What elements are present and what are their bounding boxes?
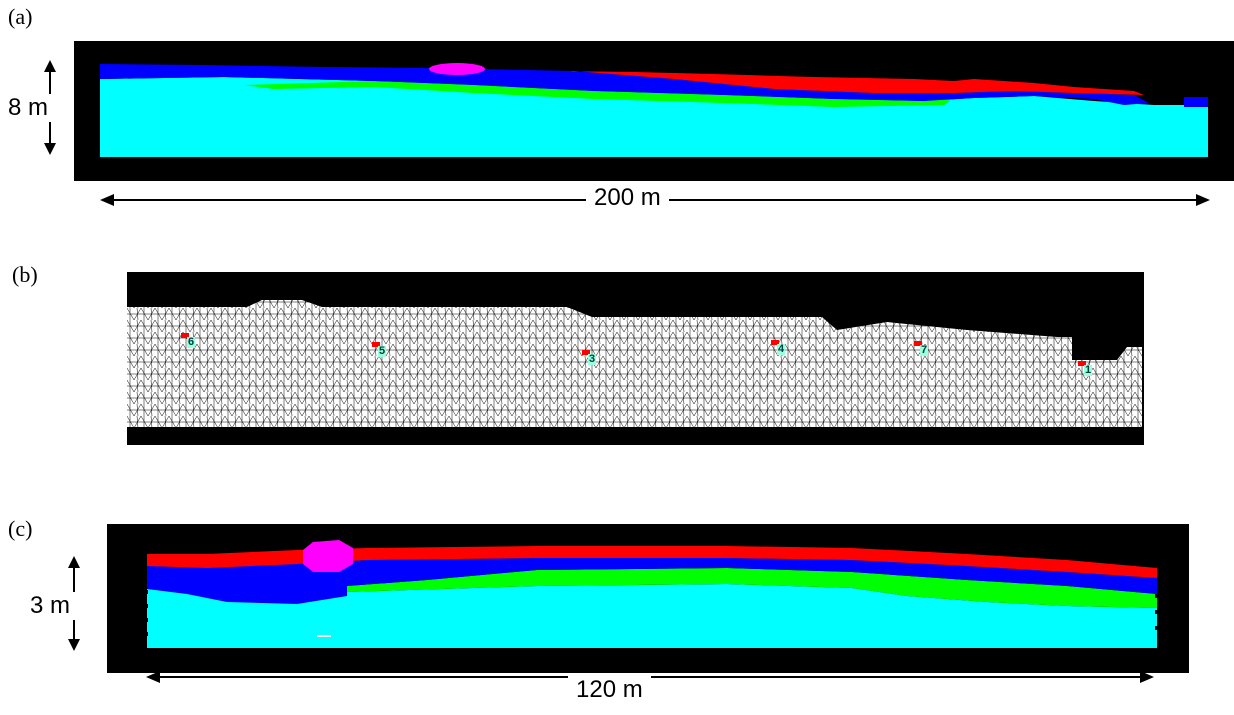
horizontal-scale-label-a: 200 m xyxy=(586,184,669,212)
panel-b-label: (b) xyxy=(12,262,38,287)
layer-green-a xyxy=(244,81,954,107)
marker-4: 4 xyxy=(771,340,786,355)
layer-red-c xyxy=(147,546,1157,578)
layer-blue-right-a xyxy=(1184,97,1208,107)
panel-a-label: (a) xyxy=(8,4,33,29)
marker-7: 7 xyxy=(914,341,929,356)
mesh-section-b xyxy=(127,272,1144,445)
lens-magenta-a xyxy=(429,63,485,75)
marker-5: 5 xyxy=(372,342,387,357)
panel-c-label: (c) xyxy=(8,516,33,541)
lens-magenta-c xyxy=(303,540,353,572)
marker-6: 6 xyxy=(181,333,196,348)
layer-blue-a xyxy=(100,64,1149,105)
layer-blue-c xyxy=(147,558,1157,604)
layer-red-a xyxy=(571,71,1144,95)
marker-3: 3 xyxy=(582,350,597,365)
mesh-domain-b xyxy=(127,300,1142,427)
layer-cyan-c xyxy=(147,584,1157,648)
marker-1: 1 xyxy=(1078,361,1093,376)
layer-cyan-a xyxy=(100,77,1208,157)
layer-green-c xyxy=(347,568,1157,608)
cross-section-c xyxy=(107,524,1189,673)
vertical-scale-label-c: 3 m xyxy=(22,592,79,620)
vertical-scale-label-a: 8 m xyxy=(0,94,57,122)
cross-section-a xyxy=(74,41,1234,181)
horizontal-scale-label-c: 120 m xyxy=(568,676,651,704)
